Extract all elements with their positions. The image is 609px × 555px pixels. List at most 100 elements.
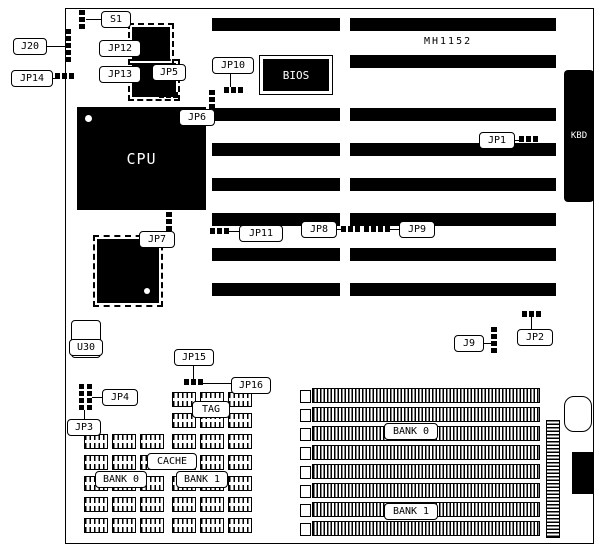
cache-ram-chip [140,434,164,449]
tail-jp4 [92,397,102,398]
label-u30: U30 [69,339,103,356]
cache-ram-chip [228,518,252,533]
label-jp14: JP14 [11,70,53,87]
isa-slot-left-7 [212,283,340,296]
cache-ram-chip [112,455,136,470]
tail-jp11 [229,231,239,232]
jumper-jp4-jp3 [79,384,92,410]
label-simm-bank0: BANK 0 [384,423,438,440]
ic-chip-chipset [93,235,163,307]
edge-connector [572,452,593,494]
label-jp4: JP4 [102,389,138,406]
simm-socket-8 [300,521,540,536]
label-tag: TAG [192,401,230,418]
bios-label: BIOS [282,68,310,82]
tag-ram-chip [172,392,196,407]
label-jp6: JP6 [179,109,215,126]
cache-ram-chip [112,434,136,449]
board-model-text: MH1152 [424,36,473,47]
cache-ram-chip [200,434,224,449]
simm-socket-5 [300,464,540,479]
isa-slot-right-7 [350,248,556,261]
tail-s1 [86,19,101,20]
simm-socket-2 [300,407,540,422]
label-jp13: JP13 [99,66,141,83]
cache-ram-chip [228,455,252,470]
cache-ram-chip [84,518,108,533]
isa-slot-right-8 [350,283,556,296]
cache-ram-chip [200,455,224,470]
label-cache-bank1: BANK 1 [176,471,228,488]
simm-socket-4 [300,445,540,460]
jumper-jp10 [224,87,243,93]
label-jp1: JP1 [479,132,515,149]
jumper-j20 [65,29,71,62]
isa-slot-right-4 [350,143,556,156]
cpu-pin1-dot [85,115,92,122]
isa-slot-right-3 [350,108,556,121]
isa-slot-left-3 [212,143,340,156]
label-jp10: JP10 [212,57,254,74]
label-jp8: JP8 [301,221,337,238]
jumper-jp11 [210,228,229,234]
tag-ram-chip [228,392,252,407]
isa-slot-left-4 [212,178,340,191]
jumper-jp9 [364,226,390,232]
cpu-label: CPU [126,149,157,168]
label-jp2: JP2 [517,329,553,346]
cache-ram-chip [228,476,252,491]
cache-ram-chip [84,455,108,470]
cache-ram-chip [228,434,252,449]
tag-ram-chip [228,413,252,428]
isa-slot-left-2 [212,108,340,121]
chipset-pin1-dot [144,288,150,294]
jumper-j9 [491,327,497,353]
tail-jp8 [337,229,341,230]
cache-ram-chip [200,518,224,533]
tail-jp2 [531,317,532,329]
cache-ram-chip [84,497,108,512]
cache-ram-chip [112,518,136,533]
isa-slot-left-6 [212,248,340,261]
isa-slot-right-1 [350,18,556,31]
label-simm-bank1: BANK 1 [384,503,438,520]
tail-j20 [47,46,65,47]
tail-jp1 [515,140,519,141]
label-jp12: JP12 [99,40,141,57]
cache-ram-chip [140,497,164,512]
cache-ram-chip [172,434,196,449]
tail-jp9 [390,229,399,230]
label-j9: J9 [454,335,484,352]
label-jp7: JP7 [139,231,175,248]
tail-jp3 [84,410,85,419]
isa-slot-right-5 [350,178,556,191]
label-cache: CACHE [147,453,197,470]
simm-socket-1 [300,388,540,403]
battery-outline [564,396,592,432]
cache-ram-chip [112,497,136,512]
kbd-label: KBD [570,131,588,141]
tail-jp5 [167,81,168,92]
label-jp5: JP5 [152,64,186,81]
label-jp11: JP11 [239,225,283,242]
jumper-jp1 [519,136,538,142]
label-jp15: JP15 [174,349,214,366]
tag-ram-chip [172,413,196,428]
label-jp3: JP3 [67,419,101,436]
label-cache-bank0: BANK 0 [95,471,147,488]
cache-ram-chip [140,518,164,533]
tail-j9 [484,343,491,344]
cache-ram-chip [172,518,196,533]
jumper-jp2 [522,311,541,317]
label-j20: J20 [13,38,47,55]
jumper-jp5 [159,92,178,98]
label-jp16: JP16 [231,377,271,394]
kbd-connector: KBD [564,70,594,202]
cache-ram-chip [228,497,252,512]
isa-slot-right-2 [350,55,556,68]
label-jp9: JP9 [399,221,435,238]
tail-jp14 [53,78,56,79]
cache-ram-chip [84,434,108,449]
jumper-jp14 [55,73,74,79]
isa-slot-right-6 [350,213,556,226]
